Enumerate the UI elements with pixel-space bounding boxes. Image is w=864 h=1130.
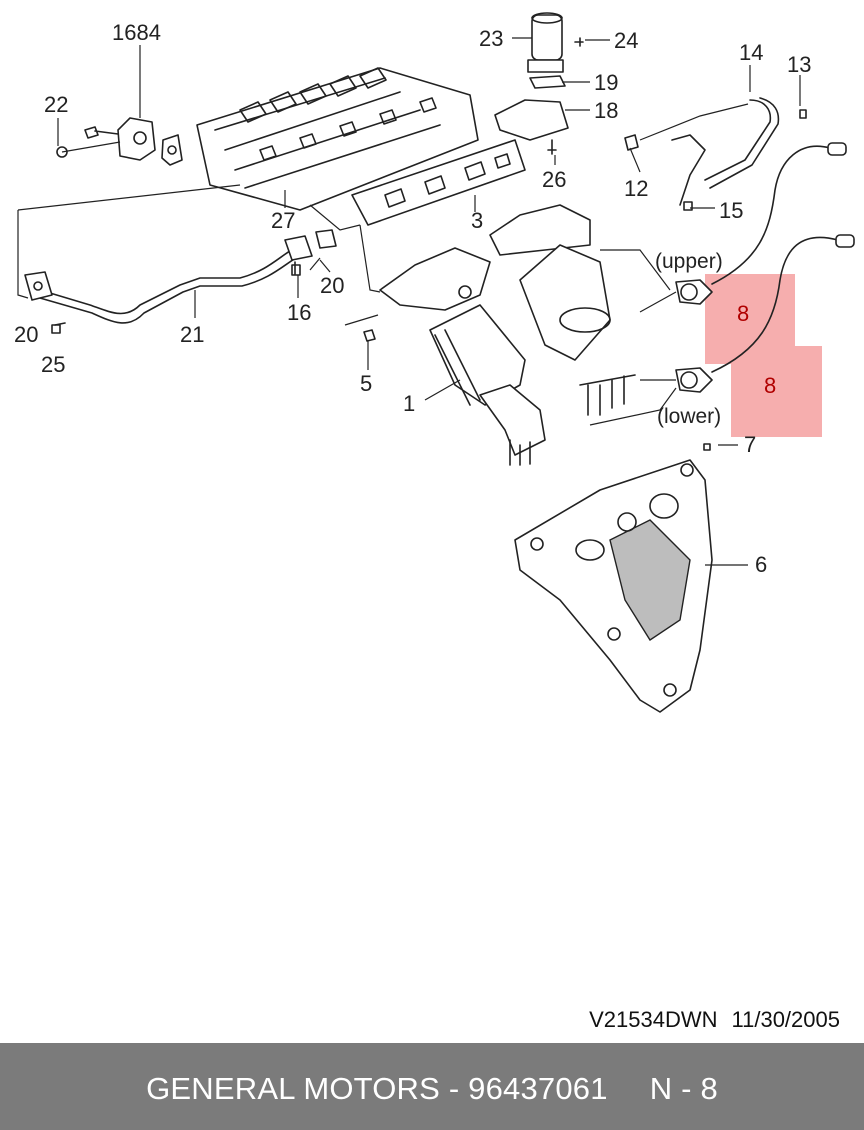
- callout-18: 18: [594, 98, 619, 123]
- callout-5: 5: [360, 371, 373, 396]
- callout-26: 26: [542, 167, 567, 192]
- callout-13: 13: [787, 52, 812, 77]
- egr-flange-bracket: [56, 117, 183, 166]
- leader-lines: [17, 37, 801, 566]
- oxygen-sensor-wires: [711, 142, 855, 373]
- egr-tube: [24, 229, 337, 326]
- label-upper: (upper): [655, 250, 723, 273]
- footer-part-number: GENERAL MOTORS - 96437061: [146, 1071, 608, 1106]
- cylinder-head: [196, 67, 479, 211]
- callout-15: 15: [719, 198, 744, 223]
- manifold-gasket: [351, 139, 526, 226]
- document-reference: V21534DWN 11/30/2005: [589, 1007, 840, 1033]
- callout-8-lower: 8: [764, 373, 777, 398]
- callout-27: 27: [271, 208, 296, 233]
- callout-24: 24: [614, 28, 639, 53]
- egr-valve: [494, 12, 639, 155]
- fasteners: [51, 201, 711, 451]
- egr-pipe-upper: [671, 97, 807, 206]
- callout-21: 21: [180, 322, 205, 347]
- callout-20-left: 20: [14, 322, 39, 347]
- callout-23: 23: [479, 26, 504, 51]
- catalytic-converter: [489, 204, 636, 416]
- footer-page-number: N - 8: [649, 1071, 718, 1106]
- callout-6: 6: [755, 552, 768, 577]
- callout-8-upper: 8: [737, 301, 750, 326]
- callout-3: 3: [471, 208, 484, 233]
- callout-1: 1: [403, 391, 416, 416]
- footer-bar: GENERAL MOTORS - 96437061 N - 8: [0, 1043, 864, 1130]
- oxygen-sensor-lower: [675, 367, 713, 393]
- heat-shield: [514, 459, 713, 713]
- document-date: 11/30/2005: [731, 1007, 840, 1032]
- sensor-highlight: [705, 274, 822, 437]
- footer-text: GENERAL MOTORS - 96437061 N - 8: [0, 1071, 864, 1107]
- oxygen-sensor-upper: [675, 279, 713, 305]
- callout-22: 22: [44, 92, 69, 117]
- callout-25: 25: [41, 352, 66, 377]
- callout-12: 12: [624, 176, 649, 201]
- callout-20-right: 20: [320, 273, 345, 298]
- callout-19: 19: [594, 70, 619, 95]
- document-code: V21534DWN: [589, 1007, 718, 1032]
- callout-16: 16: [287, 300, 312, 325]
- exhaust-manifold-converter: [379, 247, 546, 466]
- label-lower: (lower): [657, 405, 722, 428]
- callout-14: 14: [739, 40, 764, 65]
- callout-7: 7: [744, 432, 757, 457]
- callout-1684: 1684: [112, 20, 161, 45]
